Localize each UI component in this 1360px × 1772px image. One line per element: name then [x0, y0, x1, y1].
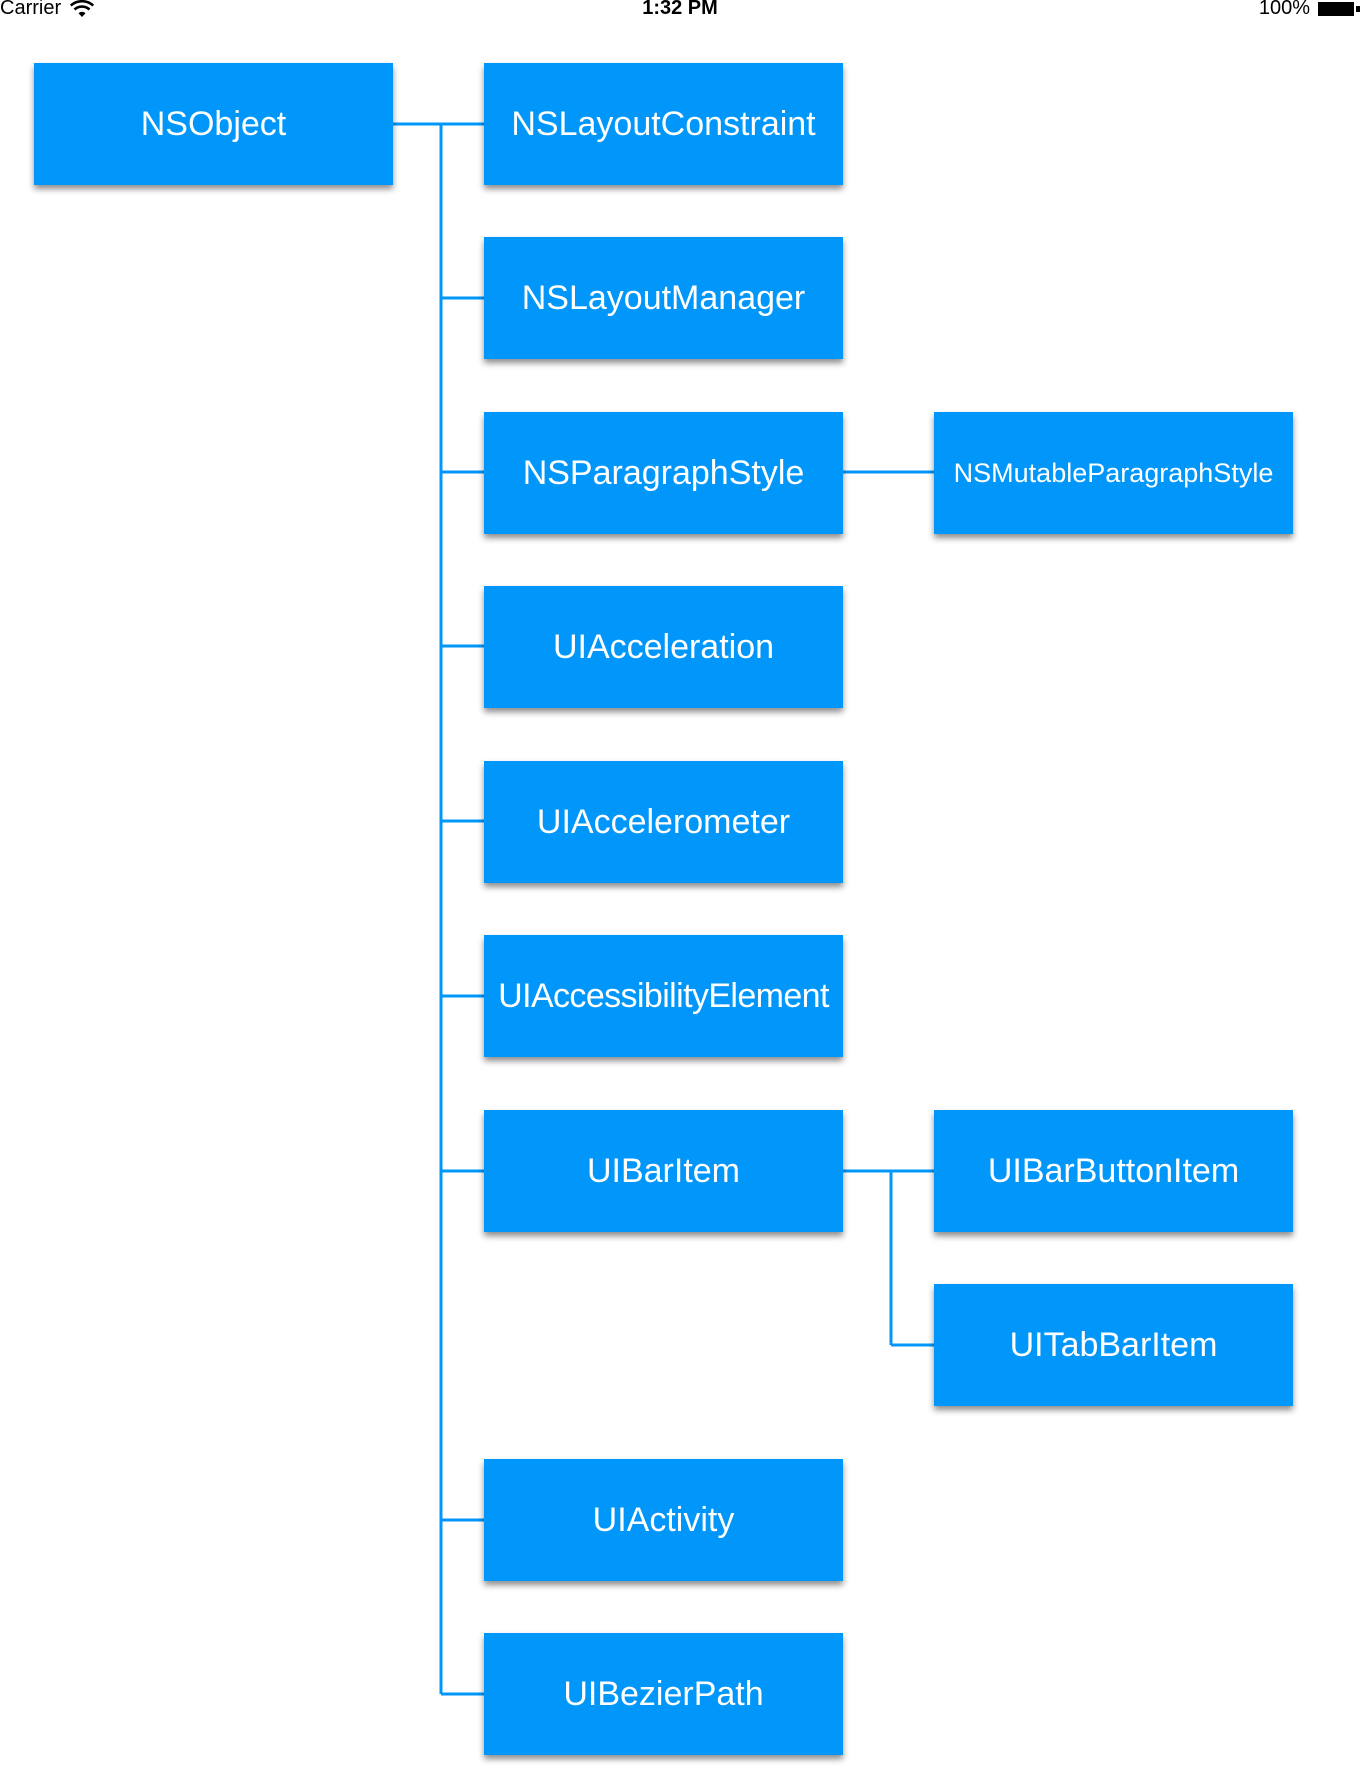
node-uiaccessibilityelement[interactable]: UIAccessibilityElement	[484, 935, 843, 1057]
node-uibarbuttonitem[interactable]: UIBarButtonItem	[934, 1110, 1293, 1232]
node-nslayoutmanager[interactable]: NSLayoutManager	[484, 237, 843, 359]
node-uibezierpath[interactable]: UIBezierPath	[484, 1633, 843, 1755]
battery-indicator: 100%	[1259, 0, 1360, 20]
clock: 1:32 PM	[642, 0, 718, 19]
node-uiacceleration[interactable]: UIAcceleration	[484, 586, 843, 708]
node-nsobject[interactable]: NSObject	[34, 63, 393, 185]
node-label: UIAccessibilityElement	[498, 976, 829, 1015]
node-label: UIAccelerometer	[536, 802, 791, 841]
node-label: UIBezierPath	[563, 1674, 764, 1713]
node-uitabbaritem[interactable]: UITabBarItem	[934, 1284, 1293, 1406]
status-bar: Carrier 1:32 PM 100%	[0, 0, 1360, 22]
node-label: NSLayoutConstraint	[511, 104, 816, 143]
node-label: NSParagraphStyle	[522, 453, 805, 492]
node-label: NSObject	[140, 104, 287, 143]
node-label: NSMutableParagraphStyle	[953, 457, 1274, 488]
node-label: NSLayoutManager	[521, 278, 806, 317]
carrier-indicator: Carrier	[0, 0, 95, 20]
node-nsmutableparagraphstyle[interactable]: NSMutableParagraphStyle	[934, 412, 1293, 534]
node-label: UIBarButtonItem	[987, 1151, 1240, 1190]
node-nslayoutconstraint[interactable]: NSLayoutConstraint	[484, 63, 843, 185]
node-uiaccelerometer[interactable]: UIAccelerometer	[484, 761, 843, 883]
node-label: UIAcceleration	[552, 627, 775, 666]
node-label: UITabBarItem	[1009, 1325, 1218, 1364]
node-label: UIActivity	[592, 1500, 735, 1539]
node-uibaritem[interactable]: UIBarItem	[484, 1110, 843, 1232]
node-label: UIBarItem	[586, 1151, 741, 1190]
node-nsparagraphstyle[interactable]: NSParagraphStyle	[484, 412, 843, 534]
carrier-label: Carrier	[0, 0, 62, 19]
battery-icon	[1318, 0, 1360, 18]
battery-percent: 100%	[1258, 0, 1310, 19]
wifi-icon	[70, 0, 95, 17]
node-uiactivity[interactable]: UIActivity	[484, 1459, 843, 1581]
